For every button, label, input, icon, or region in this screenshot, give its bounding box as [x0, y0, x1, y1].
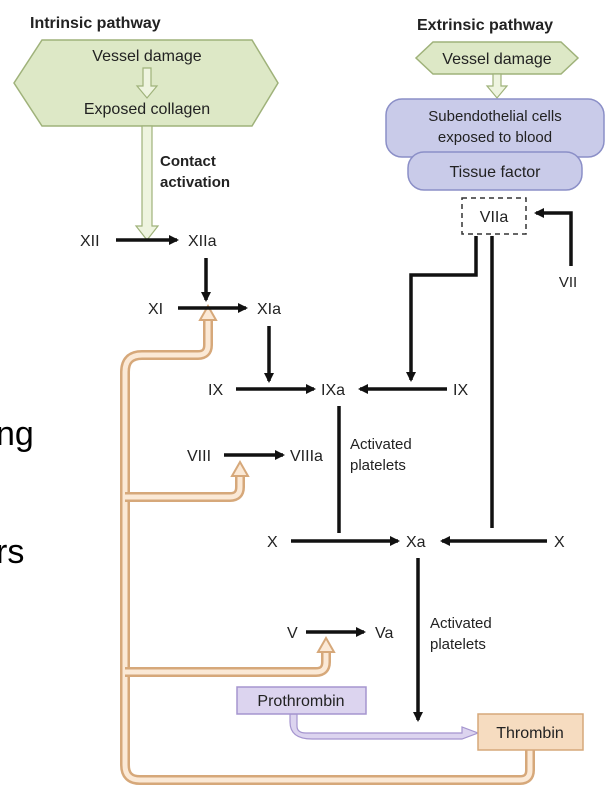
contact-label-line1: Contact — [160, 153, 216, 170]
contact-label-line2: activation — [160, 174, 230, 191]
factor-vii: VII — [559, 274, 577, 291]
factor-viii: VIII — [187, 448, 211, 465]
factor-viiia: VIIIa — [290, 448, 323, 465]
factor-xa: Xa — [406, 534, 426, 551]
tissue-factor: Tissue factor — [450, 164, 542, 181]
factor-xiia: XIIa — [188, 233, 217, 250]
activated-platelets-2-line1: Activated — [430, 615, 492, 632]
factor-xi: XI — [148, 301, 163, 318]
extrinsic-green-arrow — [485, 73, 509, 99]
factor-ixa: IXa — [321, 382, 345, 399]
extrinsic-pathway-title: Extrinsic pathway — [417, 17, 553, 34]
activated-platelets-2-line2: platelets — [430, 636, 486, 653]
factor-va: Va — [375, 625, 393, 642]
factor-xia: XIa — [257, 301, 281, 318]
exposed-collagen: Exposed collagen — [84, 101, 210, 118]
subendothelial-line2: exposed to blood — [438, 129, 552, 146]
slide-text-fragment-2: rs — [0, 533, 24, 571]
prothrombin: Prothrombin — [257, 693, 344, 710]
cascade-arrows — [116, 208, 573, 722]
factor-x-left: X — [267, 534, 278, 551]
thrombin-box — [477, 713, 584, 751]
subendothelial-line1: Subendothelial cells — [428, 108, 561, 125]
intrinsic-vessel-damage: Vessel damage — [92, 48, 202, 65]
intrinsic-inner-arrow — [135, 67, 159, 99]
extrinsic-vessel-damage-box — [414, 41, 580, 75]
thrombin: Thrombin — [496, 725, 564, 742]
activated-platelets-1-line1: Activated — [350, 436, 412, 453]
factor-ix-right: IX — [453, 382, 468, 399]
extrinsic-vessel-damage: Vessel damage — [442, 51, 552, 68]
tissue-factor-box — [407, 151, 583, 191]
thrombin-feedback-pathway — [120, 303, 535, 785]
viia-dashed-box — [461, 197, 527, 235]
factor-xii: XII — [80, 233, 100, 250]
factor-v: V — [287, 625, 298, 642]
intrinsic-pathway-title: Intrinsic pathway — [30, 15, 161, 32]
slide-text-fragment-1: ng — [0, 415, 34, 453]
factor-x-right: X — [554, 534, 565, 551]
activated-platelets-1-line2: platelets — [350, 457, 406, 474]
contact-activation-arrow — [134, 125, 160, 241]
prothrombin-box — [236, 686, 367, 715]
prothrombin-conversion-arrow — [289, 713, 480, 740]
factor-viia: VIIa — [480, 209, 509, 226]
factor-ix-left: IX — [208, 382, 223, 399]
